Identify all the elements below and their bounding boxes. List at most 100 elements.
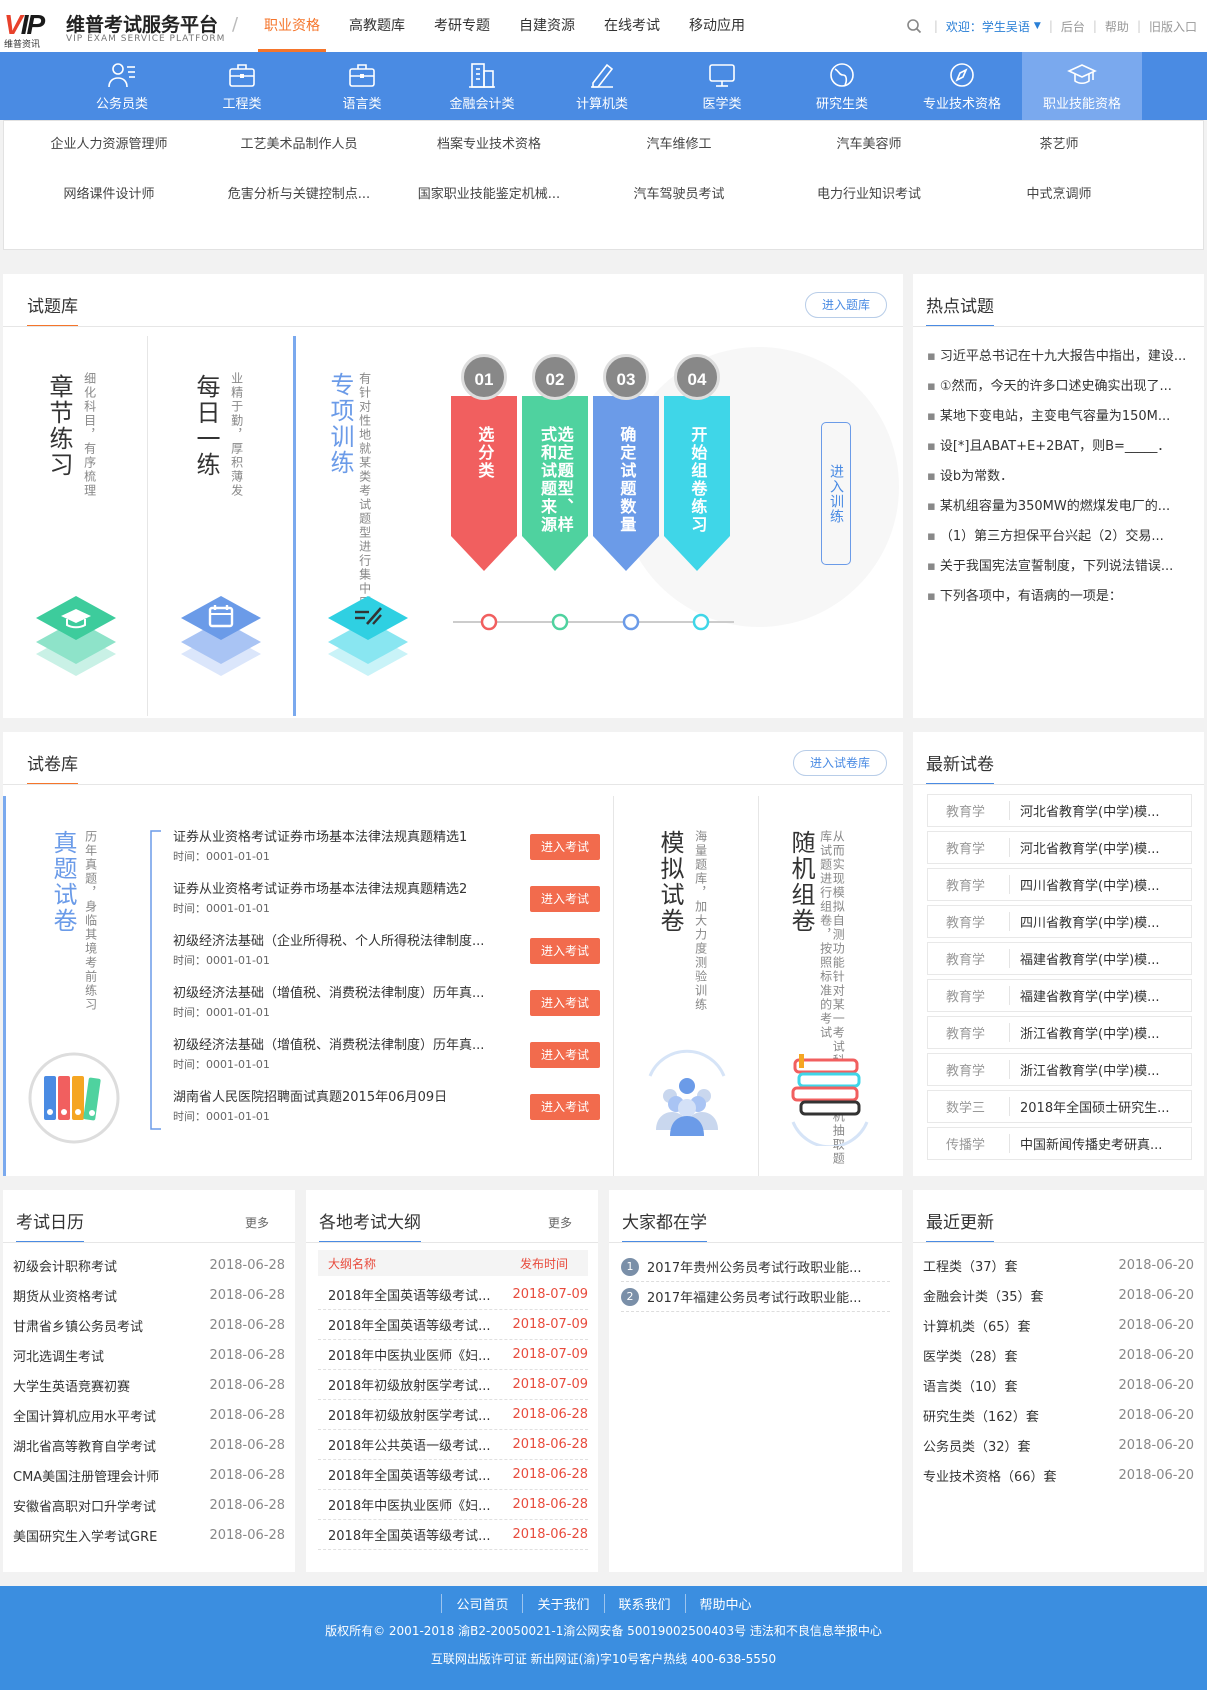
step-flag[interactable]: 选分类 — [451, 396, 517, 571]
paper-title[interactable]: 湖南省人民医院招聘面试真题2015年06月09日 — [173, 1090, 448, 1105]
category-professional[interactable]: 专业技术资格 — [902, 52, 1022, 120]
hot-question-item[interactable]: ▪下列各项中，有语病的一项是： — [927, 582, 1194, 612]
category-civil-servant[interactable]: 公务员类 — [62, 52, 182, 120]
submenu-item[interactable]: 汽车美容师 — [836, 137, 902, 152]
top-nav-item[interactable]: 移动应用 — [689, 18, 745, 34]
category-finance[interactable]: 金融会计类 — [422, 52, 542, 120]
paper-title[interactable]: 证券从业资格考试证券市场基本法律法规真题精选2 — [173, 882, 468, 897]
newest-paper-item[interactable]: 教育学河北省教育学(中学)模... — [927, 794, 1192, 827]
logo[interactable]: VIP 维普资讯 维普考试服务平台 VIP EXAM SERVICE PLATF… — [4, 8, 226, 50]
hot-question-item[interactable]: ▪某地下变电站，主变电气容量为150M... — [927, 402, 1194, 432]
step-flag[interactable]: 确定试题数量 — [593, 396, 659, 571]
footer-link[interactable]: 联系我们 — [603, 1594, 685, 1613]
category-computer[interactable]: 计算机类 — [542, 52, 662, 120]
footer-link[interactable]: 公司首页 — [441, 1594, 522, 1613]
submenu-item[interactable]: 国家职业技能鉴定机械... — [417, 187, 561, 202]
outline-item[interactable]: 2018年全国英语等级考试...2018-06-28 — [318, 1520, 588, 1550]
newest-paper-item[interactable]: 传播学中国新闻传播史考研真... — [927, 1127, 1192, 1160]
outline-item[interactable]: 2018年公共英语一级考试...2018-06-28 — [318, 1430, 588, 1460]
mock-papers[interactable]: 模拟试卷 海量题库，加大力度测验训练 — [614, 796, 759, 1176]
submenu-item[interactable]: 工艺美术品制作人员 — [240, 137, 358, 152]
outline-item[interactable]: 2018年初级放射医学考试...2018-07-09 — [318, 1370, 588, 1400]
paper-title[interactable]: 初级经济法基础（企业所得税、个人所得税法律制度... — [173, 934, 485, 949]
paper-title[interactable]: 初级经济法基础（增值税、消费税法律制度）历年真... — [173, 1038, 485, 1053]
category-engineering[interactable]: 工程类 — [182, 52, 302, 120]
enter-paper-bank-button[interactable]: 进入试卷库 — [792, 750, 887, 776]
old-version-link[interactable]: 旧版入口 — [1148, 19, 1197, 34]
enter-training-button[interactable]: 进入训练 — [821, 422, 851, 565]
outline-item[interactable]: 2018年全国英语等级考试...2018-07-09 — [318, 1310, 588, 1340]
submenu-item[interactable]: 茶艺师 — [1039, 137, 1079, 152]
footer-link[interactable]: 关于我们 — [522, 1594, 603, 1613]
top-nav-item[interactable]: 在线考试 — [604, 18, 660, 34]
submenu-item[interactable]: 档案专业技术资格 — [436, 137, 541, 152]
chapter-practice[interactable]: 章节练习 细化科目，有序梳理 — [3, 336, 148, 716]
category-postgraduate[interactable]: 研究生类 — [782, 52, 902, 120]
more-link[interactable]: 更多 — [547, 1216, 572, 1230]
newest-paper-item[interactable]: 教育学浙江省教育学(中学)模... — [927, 1053, 1192, 1086]
paper-title[interactable]: 初级经济法基础（增值税、消费税法律制度）历年真... — [173, 986, 485, 1001]
backstage-link[interactable]: 后台 — [1060, 19, 1085, 34]
submenu-item[interactable]: 汽车驾驶员考试 — [633, 187, 725, 202]
submenu-item[interactable]: 中式烹调师 — [1026, 187, 1092, 202]
submenu-item[interactable]: 危害分析与关键控制点... — [227, 187, 371, 202]
category-medical[interactable]: 医学类 — [662, 52, 782, 120]
step-flag[interactable]: 开始组卷练习 — [664, 396, 730, 571]
top-nav-item[interactable]: 职业资格 — [250, 0, 334, 52]
enter-exam-button[interactable]: 进入考试 — [530, 938, 600, 964]
outline-item[interactable]: 2018年初级放射医学考试...2018-06-28 — [318, 1400, 588, 1430]
hot-question-item[interactable]: ▪（1）第三方担保平台兴起（2）交易... — [927, 522, 1194, 552]
newest-paper-item[interactable]: 教育学四川省教育学(中学)模... — [927, 905, 1192, 938]
search-icon[interactable] — [906, 18, 922, 34]
enter-exam-button[interactable]: 进入考试 — [530, 886, 600, 912]
paper-title[interactable]: 证券从业资格考试证券市场基本法律法规真题精选1 — [173, 830, 468, 845]
random-papers[interactable]: 随机组卷 从而实现模拟自测功能针对某一考试科目，随机抽取题库试题进行组卷，按照标… — [759, 796, 903, 1176]
hot-question-item[interactable]: ▪关于我国宪法宣誓制度，下列说法错误... — [927, 552, 1194, 582]
step-flag[interactable]: 选定题型、样式和试题来源 — [522, 396, 588, 571]
newest-paper-item[interactable]: 教育学福建省教育学(中学)模... — [927, 979, 1192, 1012]
hot-question-item[interactable]: ▪①然而，今天的许多口述史确实出现了... — [927, 372, 1194, 402]
newest-paper-item[interactable]: 教育学浙江省教育学(中学)模... — [927, 1016, 1192, 1049]
footer-link[interactable]: 帮助中心 — [684, 1594, 766, 1613]
submenu-item[interactable]: 电力行业知识考试 — [816, 187, 921, 202]
welcome-user[interactable]: 欢迎：学生吴语 — [945, 19, 1030, 34]
outline-item[interactable]: 2018年中医执业医师《妇...2018-06-28 — [318, 1490, 588, 1520]
chevron-down-icon[interactable]: ▼ — [1033, 21, 1041, 31]
submenu-item[interactable]: 网络课件设计师 — [63, 187, 155, 202]
enter-exam-button[interactable]: 进入考试 — [530, 1042, 600, 1068]
hot-question-item[interactable]: ▪某机组容量为350MW的燃煤发电厂的... — [927, 492, 1194, 522]
outline-item[interactable]: 2018年中医执业医师《妇...2018-07-09 — [318, 1340, 588, 1370]
newest-paper-item[interactable]: 教育学四川省教育学(中学)模... — [927, 868, 1192, 901]
daily-practice[interactable]: 每日一练 业精于勤，厚积薄发 — [148, 336, 296, 716]
enter-exam-button[interactable]: 进入考试 — [530, 1094, 600, 1120]
newest-paper-item[interactable]: 教育学福建省教育学(中学)模... — [927, 942, 1192, 975]
newest-paper-item[interactable]: 教育学河北省教育学(中学)模... — [927, 831, 1192, 864]
category-language[interactable]: 语言类 — [302, 52, 422, 120]
enter-exam-button[interactable]: 进入考试 — [530, 834, 600, 860]
more-link[interactable]: 更多 — [244, 1216, 269, 1230]
top-nav-item[interactable]: 考研专题 — [434, 18, 490, 34]
outline-item[interactable]: 2018年全国英语等级考试...2018-07-09 — [318, 1280, 588, 1310]
submenu-item[interactable]: 汽车维修工 — [646, 137, 712, 152]
outline-item[interactable]: 2018年全国英语等级考试...2018-06-28 — [318, 1460, 588, 1490]
help-link[interactable]: 帮助 — [1104, 19, 1129, 34]
hot-question-item[interactable]: ▪习近平总书记在十九大报告中指出，建设... — [927, 342, 1194, 372]
submenu-item[interactable]: 企业人力资源管理师 — [50, 137, 168, 152]
